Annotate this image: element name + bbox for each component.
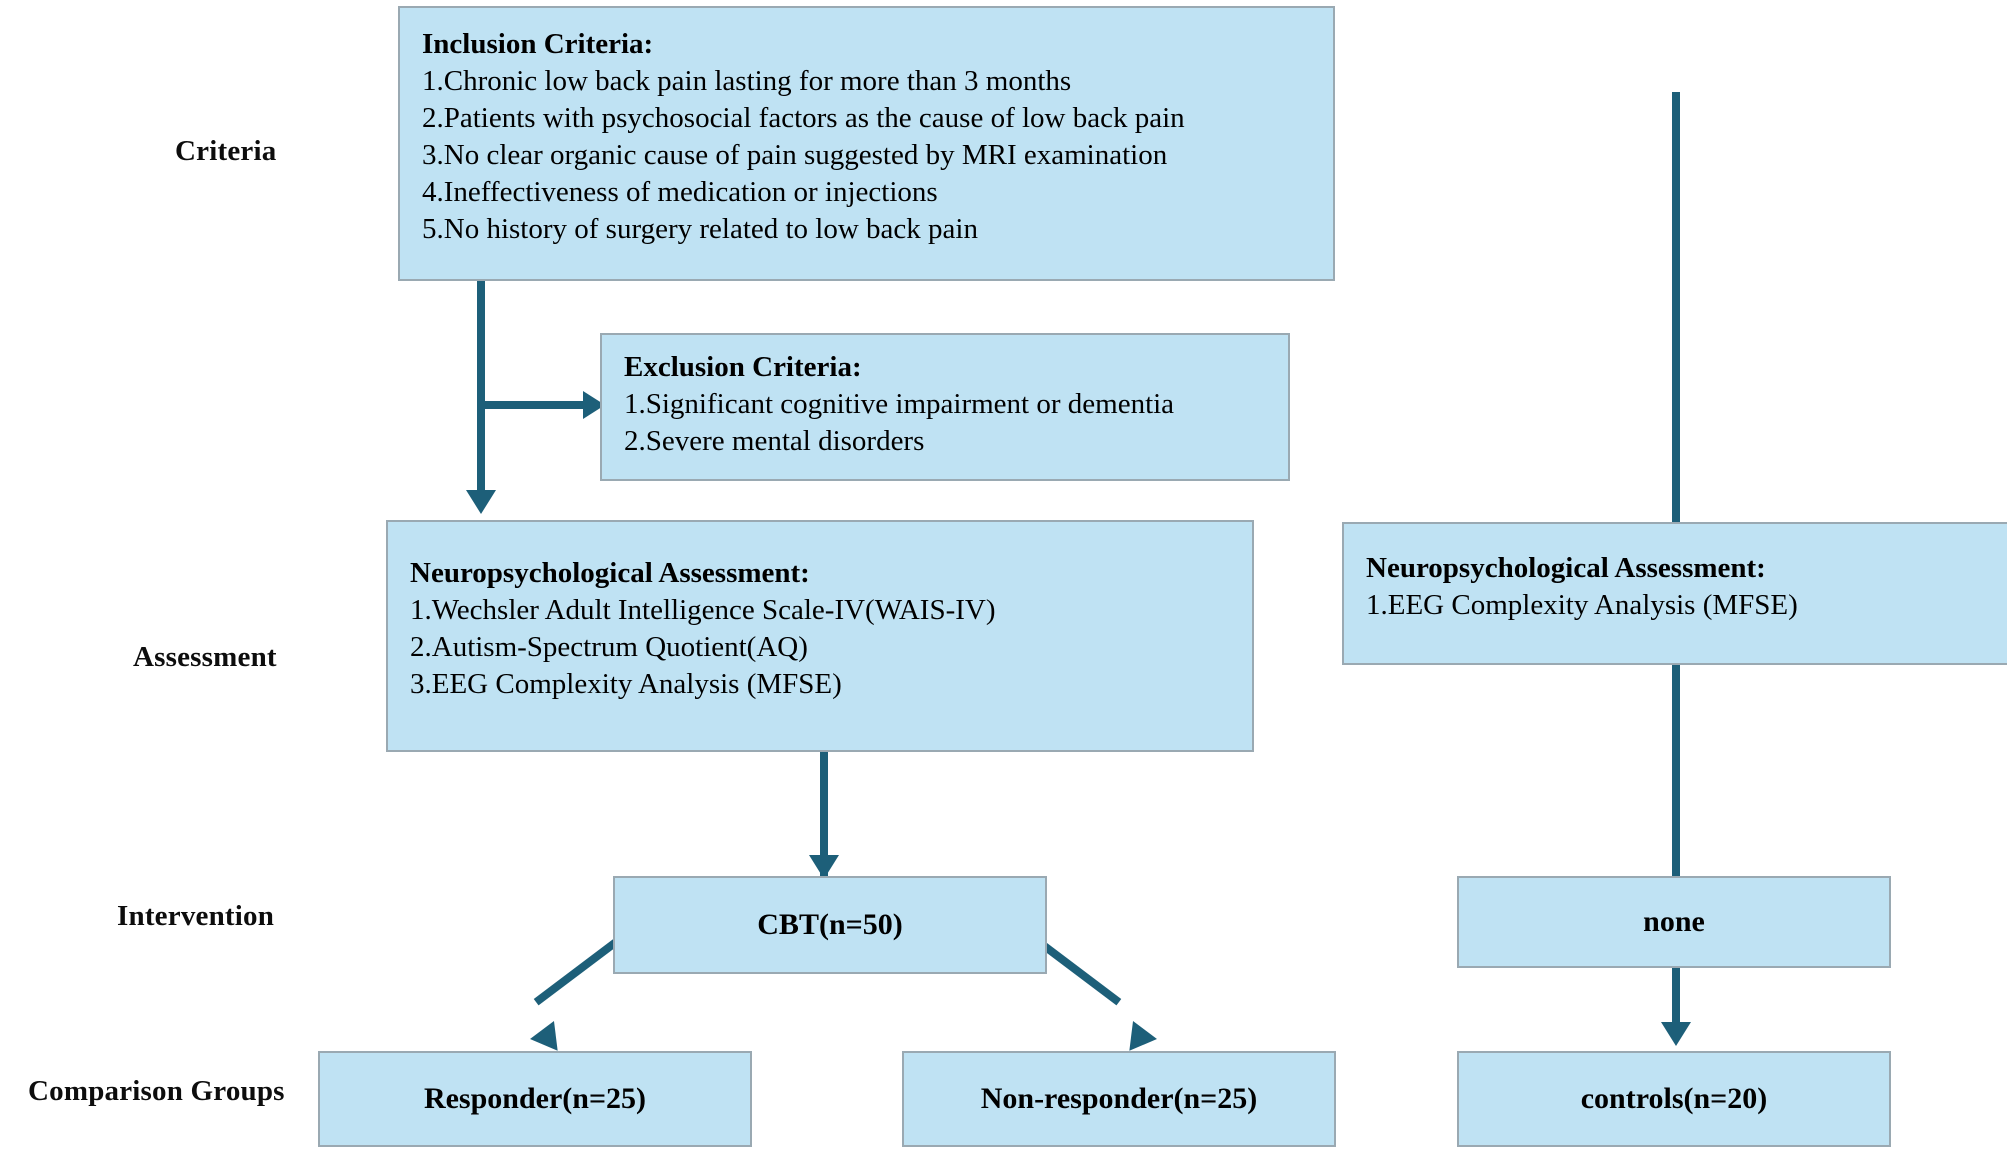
inclusion-criteria-item: 2.Patients with psychosocial factors as … <box>422 102 1185 134</box>
connector-controls-entry <box>1672 92 1680 522</box>
assessment-patients-title: Neuropsychological Assessment: <box>410 557 810 589</box>
intervention-none-box: none <box>1457 876 1891 968</box>
intervention-cbt-label: CBT(n=50) <box>757 908 903 941</box>
row-label-comparison-groups: Comparison Groups <box>28 1075 285 1107</box>
exclusion-criteria-box: Exclusion Criteria: 1.Significant cognit… <box>600 333 1290 481</box>
exclusion-criteria-item: 2.Severe mental disorders <box>624 425 925 457</box>
connector-none-to-controls <box>1672 968 1680 1033</box>
row-label-criteria: Criteria <box>175 135 277 167</box>
assessment-controls-title: Neuropsychological Assessment: <box>1366 552 1766 584</box>
group-responder-box: Responder(n=25) <box>318 1051 752 1147</box>
exclusion-criteria-item: 1.Significant cognitive impairment or de… <box>624 388 1175 420</box>
connector-inclusion-to-exclusion <box>477 401 587 409</box>
connector-assessment-to-cbt <box>820 752 828 877</box>
assessment-patients-item: 2.Autism-Spectrum Quotient(AQ) <box>410 631 808 663</box>
inclusion-criteria-item: 1.Chronic low back pain lasting for more… <box>422 65 1072 97</box>
row-label-assessment: Assessment <box>133 641 277 673</box>
group-non-responder-box: Non-responder(n=25) <box>902 1051 1336 1147</box>
inclusion-criteria-item: 4.Ineffectiveness of medication or injec… <box>422 176 938 208</box>
group-controls-box: controls(n=20) <box>1457 1051 1891 1147</box>
inclusion-criteria-box: Inclusion Criteria: 1.Chronic low back p… <box>398 6 1335 281</box>
inclusion-criteria-item: 5.No history of surgery related to low b… <box>422 213 978 245</box>
arrowhead-inclusion-to-exclusion <box>583 391 605 419</box>
assessment-patients-box: Neuropsychological Assessment: 1.Wechsle… <box>386 520 1254 752</box>
group-responder-label: Responder(n=25) <box>423 1082 647 1115</box>
arrowhead-inclusion-to-assessment <box>466 490 496 514</box>
inclusion-criteria-title: Inclusion Criteria: <box>422 28 654 60</box>
exclusion-criteria-title: Exclusion Criteria: <box>624 351 862 383</box>
intervention-none-label: none <box>1643 905 1705 938</box>
assessment-patients-item: 1.Wechsler Adult Intelligence Scale-IV(W… <box>410 594 996 626</box>
assessment-controls-box: Neuropsychological Assessment: 1.EEG Com… <box>1342 522 2007 665</box>
connector-inclusion-to-assessment <box>477 280 485 495</box>
inclusion-criteria-item: 3.No clear organic cause of pain suggest… <box>422 139 1168 171</box>
arrowhead-assessment-to-cbt <box>809 855 839 879</box>
intervention-cbt-box: CBT(n=50) <box>613 876 1047 974</box>
group-controls-label: controls(n=20) <box>1580 1082 1768 1115</box>
row-label-intervention: Intervention <box>117 900 275 932</box>
connector-controls-assessment-to-none <box>1672 665 1680 880</box>
arrowhead-none-to-controls <box>1661 1022 1691 1046</box>
assessment-patients-item: 3.EEG Complexity Analysis (MFSE) <box>410 668 842 700</box>
connector-cbt-to-responder <box>533 935 623 1006</box>
assessment-controls-item: 1.EEG Complexity Analysis (MFSE) <box>1366 589 1798 621</box>
group-non-responder-label: Non-responder(n=25) <box>980 1082 1258 1115</box>
